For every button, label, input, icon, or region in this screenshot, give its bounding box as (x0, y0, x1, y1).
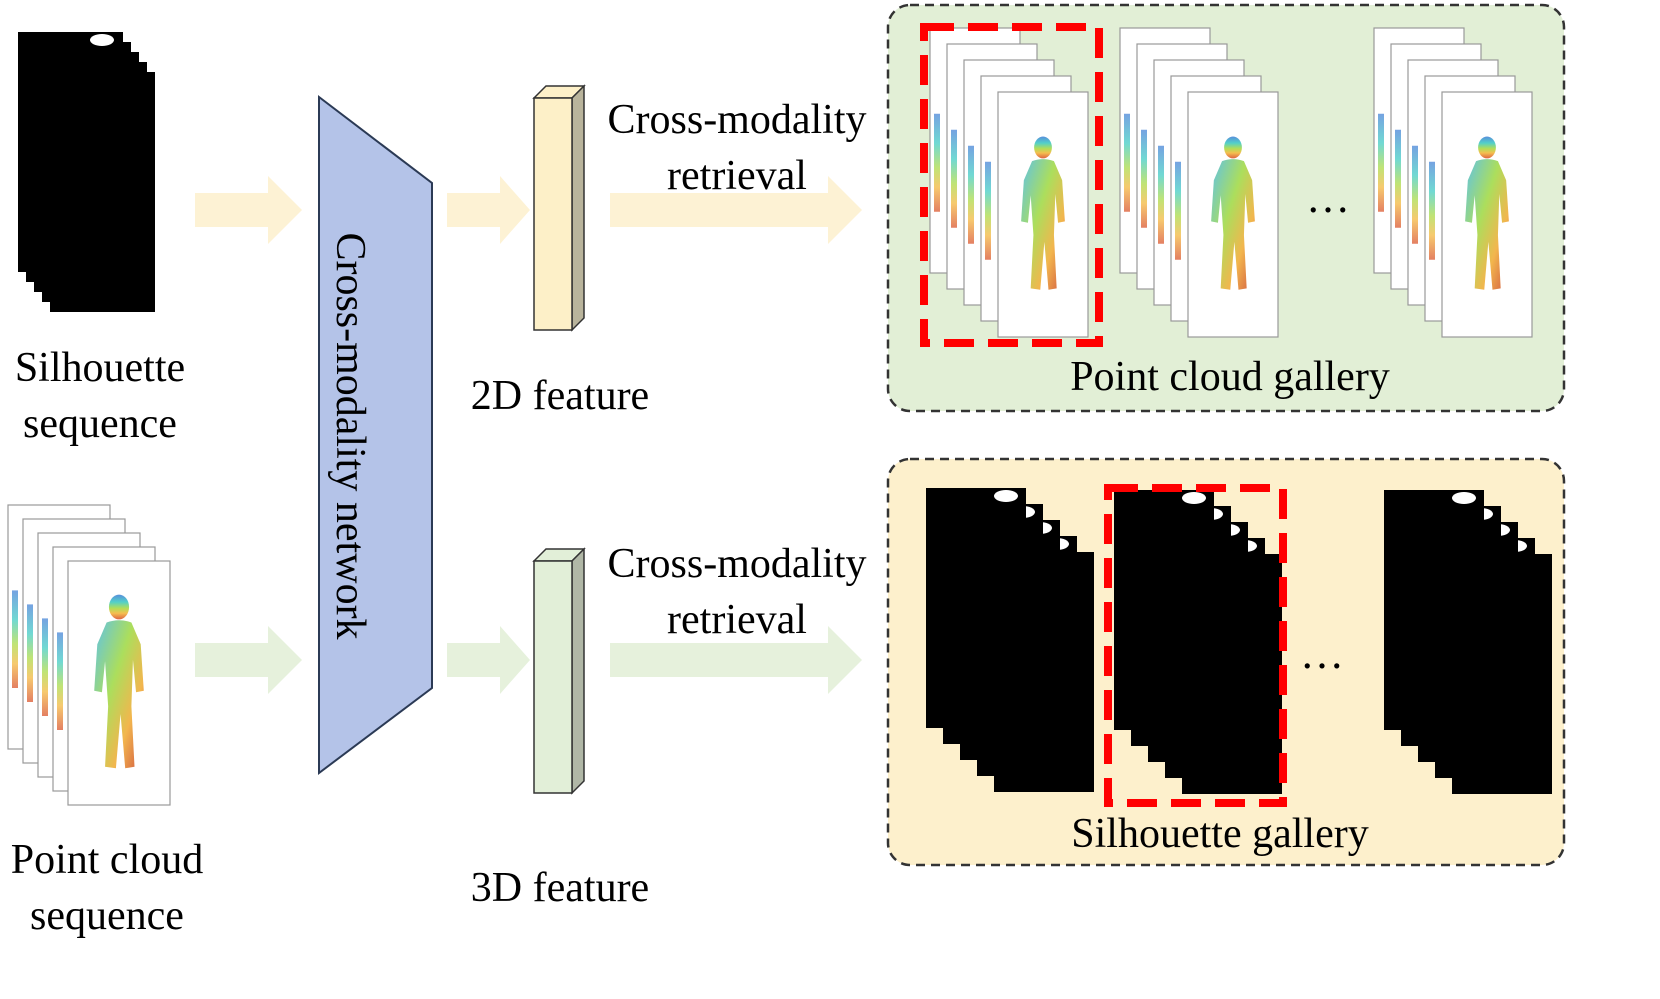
pointcloud-gallery-label: Point cloud gallery (1070, 354, 1390, 400)
retrieval-arrow-bottom (610, 626, 862, 694)
silhouette-gallery-ellipsis: … (1300, 629, 1344, 678)
pointcloud-gallery-stack3-frame (1441, 91, 1533, 338)
silhouette-match-highlight (1104, 484, 1287, 807)
silhouette-sequence-label: Silhouette sequence (14, 345, 186, 447)
silhouette-sequence-stack (18, 32, 155, 312)
retrieval-arrow-top (610, 176, 862, 244)
feature-2d-bar (532, 84, 586, 332)
arrow-silhouette-to-network (195, 176, 302, 244)
pointcloud-gallery-stack2-frame (1187, 91, 1279, 338)
arrow-network-to-3d-feature (447, 626, 530, 694)
silhouette-gallery-stacks (926, 488, 1552, 794)
pointcloud-gallery-stack1-frame (997, 91, 1089, 338)
silhouette-gallery-stack1-frame (926, 488, 1026, 728)
silhouette-gallery-stack2-frame (1114, 490, 1214, 730)
pointcloud-match-highlight (920, 23, 1103, 347)
arrow-pointcloud-to-network (195, 626, 302, 694)
cross-modality-network-block (318, 94, 433, 776)
retrieval-top-label: Cross-modality retrieval (607, 97, 867, 199)
silhouette-input-frame (18, 32, 123, 272)
feature-3d-label: 3D feature (470, 865, 650, 911)
silhouette-gallery-label: Silhouette gallery (1071, 811, 1369, 857)
pointcloud-input-frame (67, 560, 171, 806)
arrow-network-to-2d-feature (447, 176, 530, 244)
pointcloud-sequence-label: Point cloud sequence (10, 837, 204, 939)
pointcloud-gallery-ellipsis: … (1306, 173, 1350, 222)
pointcloud-gallery-stacks (929, 27, 1533, 338)
silhouette-gallery-stack3-frame (1384, 490, 1484, 730)
feature-2d-label: 2D feature (470, 373, 650, 419)
retrieval-bottom-label: Cross-modality retrieval (607, 541, 867, 643)
pointcloud-sequence-stack (7, 504, 171, 806)
feature-3d-bar (532, 547, 586, 795)
